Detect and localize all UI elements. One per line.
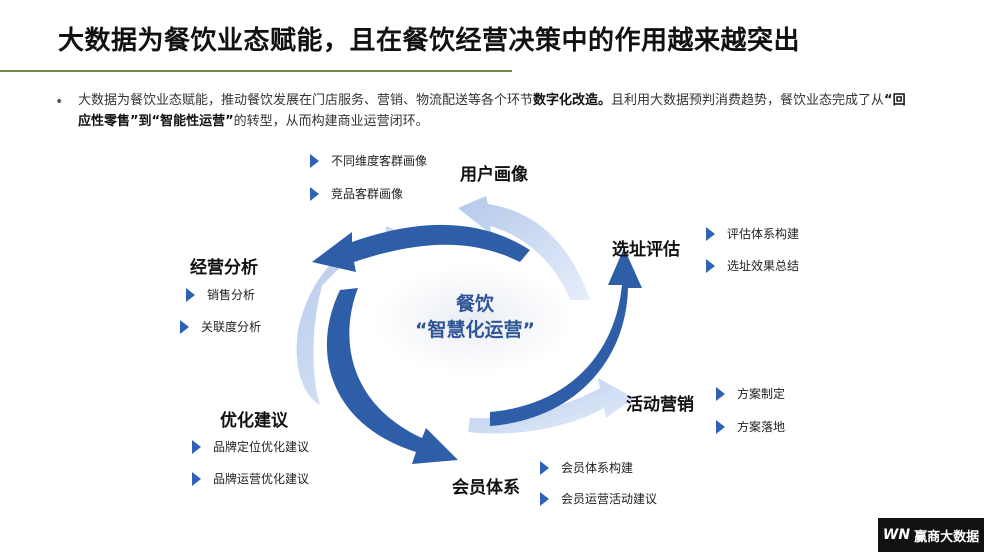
logo-text: 赢商大数据 [914, 529, 980, 545]
item-label: 销售分析 [207, 288, 256, 302]
triangle-bullet-icon [310, 186, 319, 201]
triangle-bullet-icon [706, 258, 715, 273]
page-title: 大数据为餐饮业态赋能，且在餐饮经营决策中的作用越来越突出 [58, 26, 801, 56]
node-campaign: 活动营销 [626, 395, 694, 415]
item-optimize-2: 品牌运营优化建议 [192, 470, 309, 487]
intro-text-1: 大数据为餐饮业态赋能，推动餐饮发展在门店服务、营销、物流配送等各个环节 [78, 93, 534, 108]
item-label: 评估体系构建 [727, 227, 800, 241]
item-label: 方案落地 [737, 420, 786, 434]
bullet-marker: • [55, 94, 64, 110]
arrow-dark-right [490, 248, 642, 426]
item-label: 品牌运营优化建议 [213, 472, 310, 486]
triangle-bullet-icon [706, 226, 715, 241]
node-site-eval: 选址评估 [612, 240, 680, 260]
item-user-profile-1: 不同维度客群画像 [310, 152, 427, 169]
center-line-1: 餐饮 [455, 293, 494, 315]
item-campaign-2: 方案落地 [716, 418, 785, 435]
intro-paragraph: 大数据为餐饮业态赋能，推动餐饮发展在门店服务、营销、物流配送等各个环节数字化改造… [78, 90, 908, 132]
arrow-dark-bottom-left [326, 288, 458, 464]
item-label: 方案制定 [737, 387, 786, 401]
item-analysis-1: 销售分析 [186, 286, 255, 303]
triangle-bullet-icon [310, 153, 319, 168]
triangle-bullet-icon [540, 491, 549, 506]
node-user-profile: 用户画像 [460, 165, 528, 185]
intro-bold-1: 数字化改造。 [533, 93, 612, 108]
item-label: 不同维度客群画像 [331, 154, 428, 168]
item-label: 选址效果总结 [727, 259, 800, 273]
item-membership-2: 会员运营活动建议 [540, 490, 657, 507]
item-analysis-2: 关联度分析 [180, 318, 261, 335]
item-campaign-1: 方案制定 [716, 385, 785, 402]
node-membership: 会员体系 [452, 478, 520, 498]
center-ellipse [374, 265, 574, 375]
arrow-dark-top [312, 224, 530, 272]
intro-text-2: 且利用大数据预判消费趋势，餐饮业态完成了从 [611, 93, 885, 108]
item-label: 竞品客群画像 [331, 187, 404, 201]
node-optimize: 优化建议 [220, 411, 288, 431]
item-site-eval-1: 评估体系构建 [706, 225, 799, 242]
item-label: 品牌定位优化建议 [213, 440, 310, 454]
arrow-light-top-right [458, 196, 590, 300]
triangle-bullet-icon [192, 439, 201, 454]
item-label: 会员运营活动建议 [561, 492, 658, 506]
triangle-bullet-icon [716, 419, 725, 434]
item-user-profile-2: 竞品客群画像 [310, 185, 403, 202]
intro-text-3: 的转型，从而构建商业运营闭环。 [233, 114, 429, 129]
item-membership-1: 会员体系构建 [540, 459, 633, 476]
logo-mark-icon: WN [882, 527, 911, 543]
item-label: 关联度分析 [201, 320, 262, 334]
triangle-bullet-icon [180, 319, 189, 334]
center-line-2: “智慧化运营” [415, 319, 535, 341]
intro-bold-2: “回应性零售”到“智能性运营” [78, 93, 906, 129]
title-divider [0, 70, 512, 72]
triangle-bullet-icon [540, 460, 549, 475]
triangle-bullet-icon [716, 386, 725, 401]
center-label: 餐饮 “智慧化运营” [400, 292, 550, 344]
triangle-bullet-icon [192, 471, 201, 486]
node-analysis: 经营分析 [190, 258, 258, 278]
triangle-bullet-icon [186, 287, 195, 302]
item-optimize-1: 品牌定位优化建议 [192, 438, 309, 455]
item-label: 会员体系构建 [561, 461, 634, 475]
arrow-light-left [296, 226, 410, 405]
item-site-eval-2: 选址效果总结 [706, 257, 799, 274]
brand-logo: WN 赢商大数据 [878, 518, 984, 552]
